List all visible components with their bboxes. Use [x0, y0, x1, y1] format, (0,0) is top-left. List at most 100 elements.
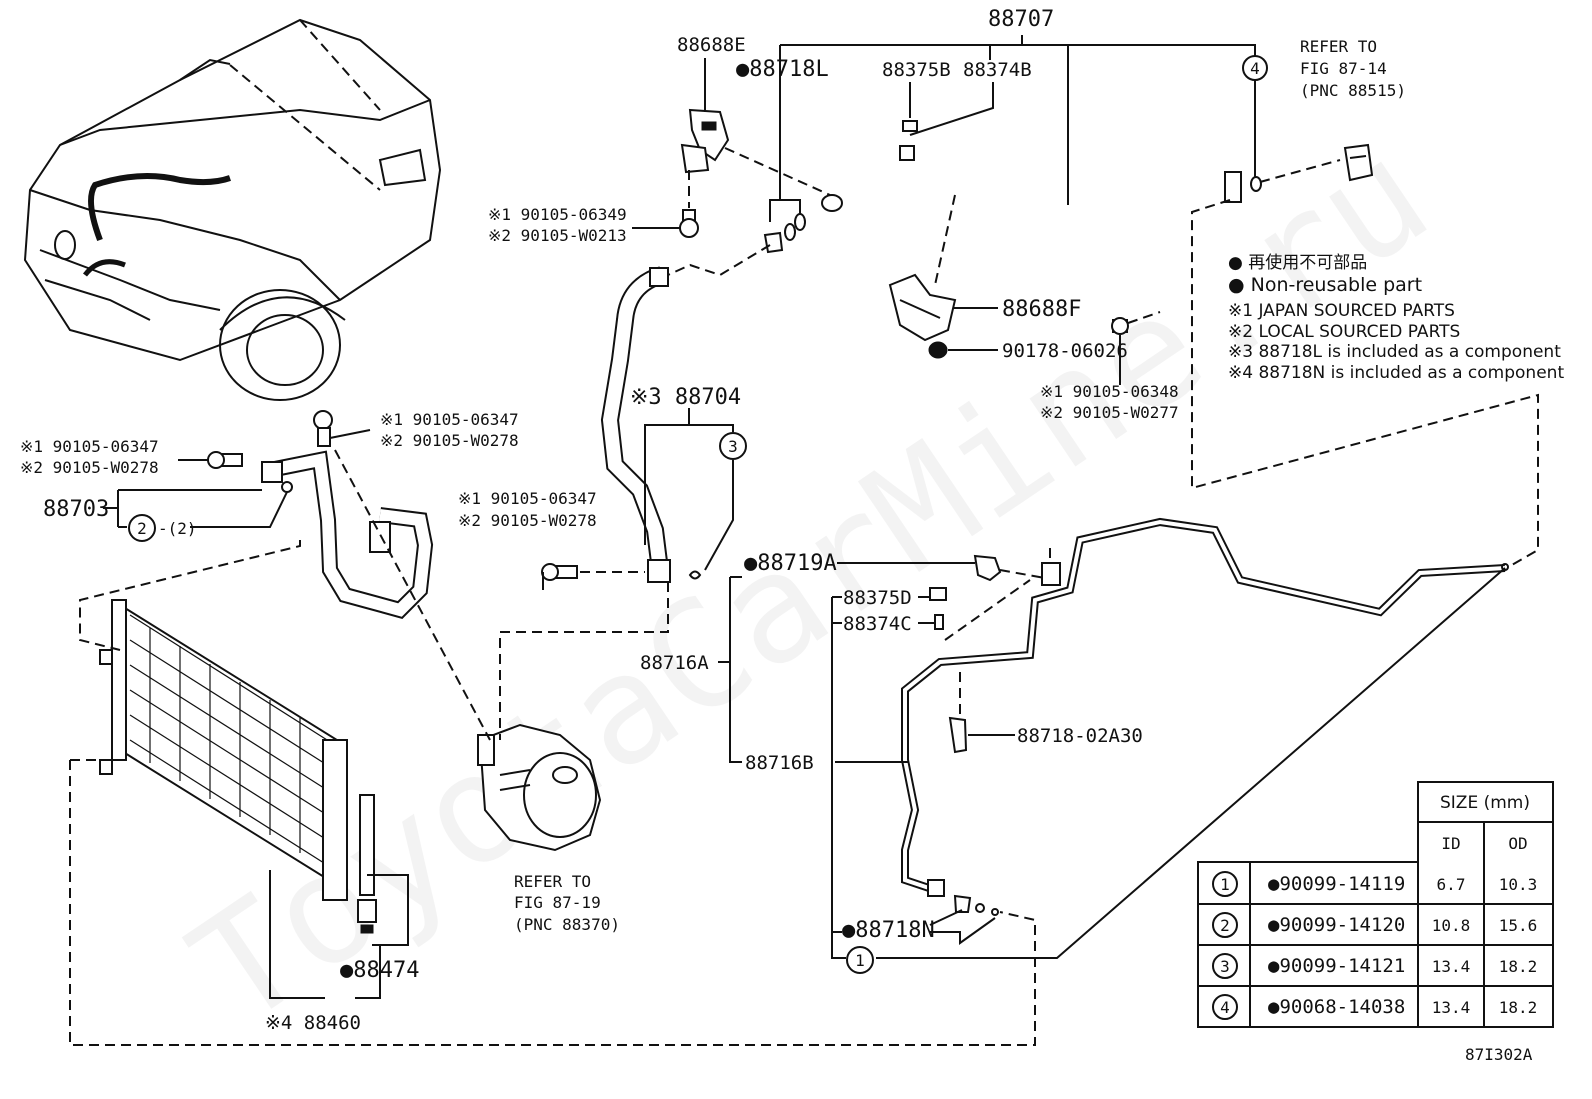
part-labels: 88707 88688E ●88718L 88375B 88374B REFER…	[20, 7, 1406, 1034]
bolt-90105-06348[interactable]	[1111, 317, 1129, 335]
svg-text:1: 1	[1220, 875, 1230, 894]
bolt-90105-06349[interactable]	[679, 209, 699, 238]
clamp-88688E[interactable]	[680, 108, 730, 174]
bolt-88703-b[interactable]	[313, 410, 333, 447]
clamp-88718-02A30[interactable]	[948, 716, 968, 754]
o-ring-2[interactable]	[281, 481, 293, 493]
svg-text:10.8: 10.8	[1432, 916, 1471, 935]
legend-note-3: ※3 88718L is included as a component	[1228, 342, 1561, 362]
label-refer-87-14-a: REFER TO	[1300, 37, 1377, 56]
callout-4: 4	[1242, 55, 1268, 81]
callout-3: 3	[719, 432, 747, 460]
svg-text:13.4: 13.4	[1432, 957, 1471, 976]
clamp-88688F[interactable]	[888, 273, 957, 359]
discharge-hose-88704[interactable]	[600, 266, 671, 583]
clip-ref-87-14[interactable]	[1343, 143, 1374, 182]
label-bolt-06347c-2: ※2 90105-W0278	[458, 511, 597, 530]
label-88688E: 88688E	[677, 34, 746, 56]
label-88375D: 88375D	[843, 587, 912, 609]
svg-text:18.2: 18.2	[1499, 957, 1538, 976]
size-table-col-od: OD	[1508, 834, 1527, 853]
label-bolt-06347b-1: ※1 90105-06347	[20, 437, 159, 456]
valve-core-88374C[interactable]	[934, 614, 944, 630]
svg-text:●90099-14120: ●90099-14120	[1268, 914, 1405, 936]
svg-text:●90099-14121: ●90099-14121	[1268, 955, 1405, 977]
suction-hose-88707[interactable]	[821, 145, 1242, 226]
valve-core-cap-88375B[interactable]	[902, 120, 918, 132]
svg-text:18.2: 18.2	[1499, 998, 1538, 1017]
label-88716A: 88716A	[640, 652, 709, 674]
label-bolt-06348-2: ※2 90105-W0277	[1040, 403, 1179, 422]
label-refer-87-19-b: FIG 87-19	[514, 893, 601, 912]
o-ring-3[interactable]	[688, 570, 702, 580]
legend-non-reusable-en: ● Non-reusable part	[1228, 274, 1422, 296]
legend: ● 再使用不可部品 ● Non-reusable part ※1 JAPAN S…	[1228, 252, 1564, 383]
svg-text:●90068-14038: ●90068-14038	[1268, 996, 1405, 1018]
vehicle-front-illustration	[23, 18, 442, 401]
svg-text:1: 1	[855, 951, 865, 970]
o-ring-set-88718N[interactable]	[953, 894, 999, 916]
legend-note-2: ※2 LOCAL SOURCED PARTS	[1228, 322, 1460, 342]
legend-non-reusable-jp: ● 再使用不可部品	[1228, 252, 1367, 273]
label-refer-87-14-c: (PNC 88515)	[1300, 81, 1406, 100]
hose-88703[interactable]	[261, 450, 434, 619]
label-bolt-06349-1: ※1 90105-06349	[488, 205, 627, 224]
compressor-ref-87-19[interactable]	[477, 723, 602, 852]
liquid-tube-88716[interactable]	[901, 517, 1509, 897]
size-table: SIZE (mm) ID OD 1 ●90099-14119 6.7 10.3 …	[1197, 781, 1554, 1028]
label-bolt-06347a-2: ※2 90105-W0278	[380, 431, 519, 450]
bolt-88704[interactable]	[541, 563, 578, 581]
bolt-88703-a[interactable]	[207, 451, 243, 469]
receiver-drier-88474[interactable]	[357, 794, 377, 934]
callout-1: 1	[846, 946, 874, 974]
label-paren-2: -(2)	[158, 519, 197, 538]
svg-text:3: 3	[1220, 957, 1230, 976]
label-88718-02A30: 88718-02A30	[1017, 725, 1143, 747]
label-88474: ●88474	[340, 958, 419, 983]
label-88716B: 88716B	[745, 752, 814, 774]
svg-text:●90099-14119: ●90099-14119	[1268, 873, 1405, 895]
pressure-switch-88719A[interactable]	[973, 554, 1002, 582]
label-88460: ※4 88460	[265, 1012, 361, 1034]
label-88707: 88707	[988, 7, 1054, 32]
label-88719A: ●88719A	[744, 551, 837, 576]
label-88688F: 88688F	[1002, 297, 1081, 322]
label-88718N: ●88718N	[842, 918, 935, 943]
label-bolt-06347b-2: ※2 90105-W0278	[20, 458, 159, 477]
label-bolt-06347c-1: ※1 90105-06347	[458, 489, 597, 508]
label-refer-87-19-a: REFER TO	[514, 872, 591, 891]
label-bolt-06349-2: ※2 90105-W0213	[488, 226, 627, 245]
svg-text:10.3: 10.3	[1499, 875, 1538, 894]
condenser-88460[interactable]	[99, 599, 348, 901]
size-table-row: 4 ●90068-14038 13.4 18.2	[1212, 994, 1538, 1020]
svg-text:13.4: 13.4	[1432, 998, 1471, 1017]
leader-lines	[103, 35, 1506, 999]
svg-text:2: 2	[137, 519, 147, 538]
label-refer-87-14-b: FIG 87-14	[1300, 59, 1387, 78]
svg-text:4: 4	[1250, 59, 1260, 78]
svg-text:2: 2	[1220, 916, 1230, 935]
label-88718L: ●88718L	[736, 57, 829, 82]
cap-88375D[interactable]	[929, 587, 947, 601]
label-88704: ※3 88704	[630, 385, 741, 410]
svg-text:3: 3	[728, 437, 738, 456]
legend-note-1: ※1 JAPAN SOURCED PARTS	[1228, 301, 1455, 321]
svg-text:15.6: 15.6	[1499, 916, 1538, 935]
size-table-row: 3 ●90099-14121 13.4 18.2	[1212, 953, 1538, 979]
size-table-row: 2 ●90099-14120 10.8 15.6	[1212, 912, 1538, 938]
legend-note-4: ※4 88718N is included as a component	[1228, 363, 1564, 383]
label-bolt-06347a-1: ※1 90105-06347	[380, 410, 519, 429]
label-88374C: 88374C	[843, 613, 912, 635]
label-refer-87-19-c: (PNC 88370)	[514, 915, 620, 934]
label-bolt-06348-1: ※1 90105-06348	[1040, 382, 1179, 401]
size-table-row: 1 ●90099-14119 6.7 10.3	[1212, 871, 1538, 897]
svg-text:6.7: 6.7	[1437, 875, 1466, 894]
callout-2: 2	[128, 514, 156, 542]
label-88374B: 88374B	[963, 59, 1032, 81]
label-88703: 88703	[43, 497, 109, 522]
label-88375B: 88375B	[882, 59, 951, 81]
label-90178-06026: 90178-06026	[1002, 340, 1128, 362]
size-table-col-id: ID	[1441, 834, 1460, 853]
size-table-header: SIZE (mm)	[1440, 793, 1530, 813]
